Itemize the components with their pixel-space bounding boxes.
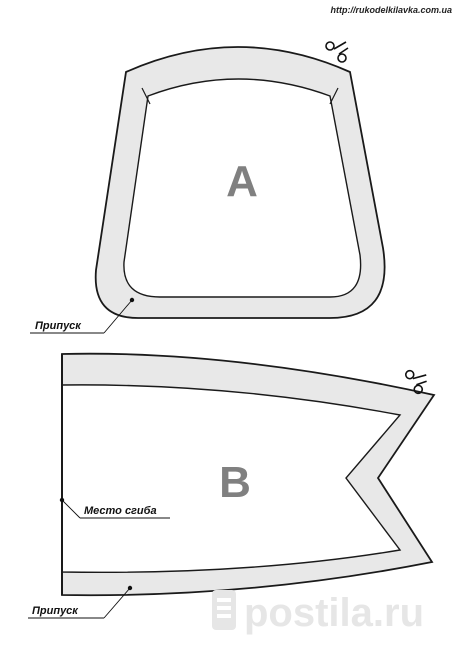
pattern-b-allowance-label: Припуск bbox=[32, 605, 79, 617]
pattern-a-inner bbox=[123, 78, 362, 298]
pattern-a-allowance-label: Припуск bbox=[35, 320, 82, 332]
fold-leader bbox=[61, 499, 81, 519]
scissors-icon bbox=[404, 369, 427, 395]
pattern-b: B Место сгиба Припуск bbox=[28, 352, 436, 619]
allowance-leader bbox=[103, 587, 131, 619]
notch-mark bbox=[329, 87, 339, 105]
notch-mark bbox=[141, 87, 151, 105]
watermark-logo-icon bbox=[212, 590, 236, 630]
pattern-b-inner bbox=[61, 384, 402, 574]
pattern-b-label: B bbox=[219, 458, 251, 507]
allowance-leader bbox=[103, 299, 133, 334]
scissors-icon bbox=[325, 41, 349, 63]
site-url: http://rukodelkilavka.com.ua bbox=[330, 5, 452, 15]
fold-label: Место сгиба bbox=[84, 505, 157, 517]
pattern-a-label: A bbox=[226, 157, 258, 206]
watermark-text: postila.ru bbox=[244, 591, 424, 635]
watermark: postila.ru bbox=[212, 590, 424, 635]
pattern-a: A Припуск bbox=[30, 41, 386, 334]
